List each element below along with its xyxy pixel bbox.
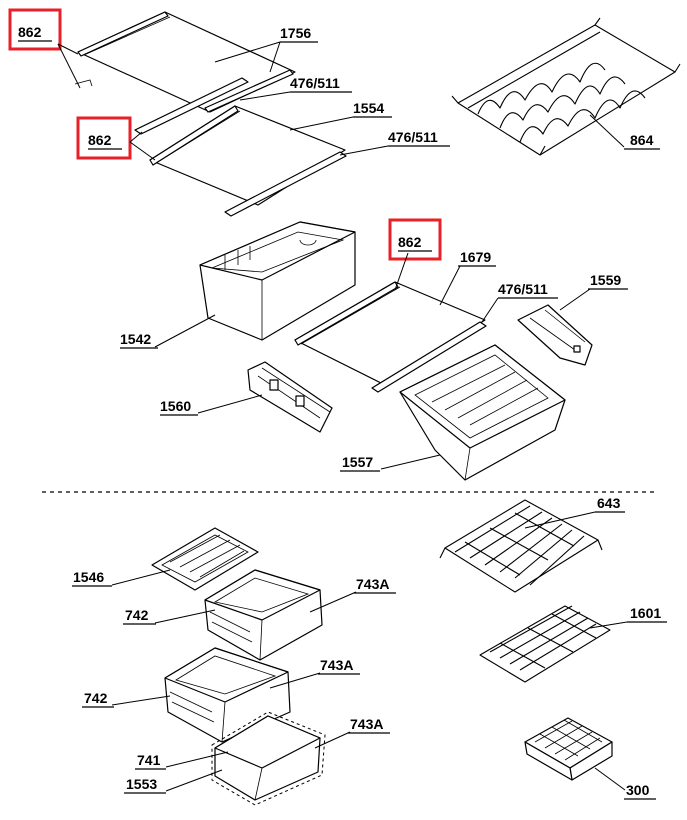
trim-strip-476-lower: [224, 151, 347, 217]
highlight-box-862-top: [8, 8, 62, 51]
label-300: 300: [626, 782, 650, 798]
storage-box-1542: [199, 221, 356, 341]
highlight-box-862-right: [388, 218, 442, 261]
leader-lines: [57, 41, 628, 792]
trim-strip-476-upper: [134, 77, 249, 135]
label-742-lower: 742: [84, 690, 108, 706]
label-864: 864: [630, 132, 654, 148]
label-476-511-top: 476/511: [290, 75, 340, 91]
crisper-drawer-1557: [399, 344, 566, 481]
wine-rack-864: [451, 17, 681, 156]
label-743a-upper: 743A: [356, 576, 389, 592]
bracket-1559: [517, 304, 593, 366]
freezer-flap-1546: [151, 527, 259, 591]
highlight-box-862-middle: [76, 116, 132, 160]
label-643: 643: [597, 495, 621, 511]
glass-shelf-1679: [294, 281, 486, 386]
wire-shelf-1601: [479, 605, 611, 683]
glass-shelf-1756: [74, 11, 296, 113]
label-862-middle: 862: [88, 132, 112, 148]
label-1679: 1679: [460, 249, 491, 265]
glass-shelf-1554: [149, 105, 346, 206]
freezer-drawer-742-lower: [164, 647, 291, 743]
freezer-drawer-742-upper: [204, 569, 323, 661]
label-1557: 1557: [342, 454, 373, 470]
label-741: 741: [137, 752, 161, 768]
bracket-1560: [247, 361, 333, 433]
label-862-right: 862: [398, 234, 422, 250]
label-1559: 1559: [590, 272, 621, 288]
label-742-upper: 742: [125, 607, 149, 623]
label-1542: 1542: [120, 331, 151, 347]
label-476-511-middle: 476/511: [498, 281, 548, 297]
label-743a-middle: 743A: [320, 657, 353, 673]
label-1601: 1601: [630, 605, 661, 621]
label-743a-lower: 743A: [350, 716, 383, 732]
label-1553: 1553: [126, 776, 157, 792]
ice-tray-300: [524, 717, 613, 781]
label-1560: 1560: [160, 398, 191, 414]
wire-shelf-643: [439, 499, 603, 593]
label-862-top: 862: [18, 24, 42, 40]
label-476-511-second: 476/511: [388, 129, 438, 145]
freezer-drawer-741: [211, 711, 326, 806]
label-1554: 1554: [353, 100, 384, 116]
trim-strip-476-middle: [371, 321, 487, 393]
label-1756: 1756: [280, 25, 311, 41]
label-1546: 1546: [73, 569, 104, 585]
